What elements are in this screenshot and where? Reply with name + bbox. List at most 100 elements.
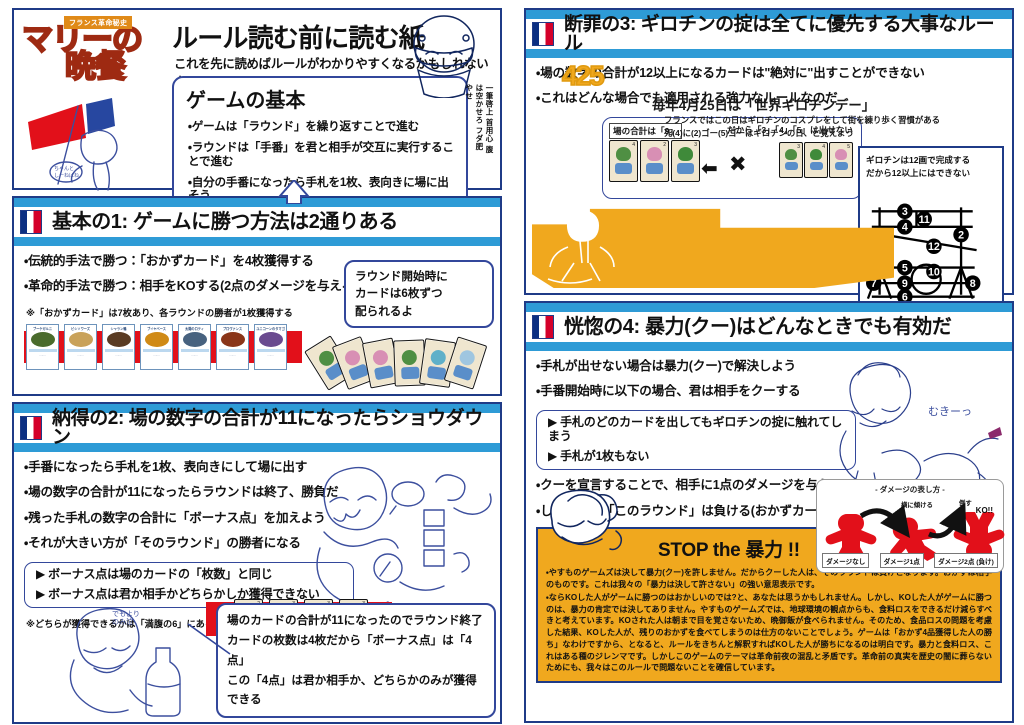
okazu-card-name: ブイヤベース (147, 326, 166, 331)
section-2-bullet: ・手番になったら手札を1枚、表向きにして場に出す (24, 460, 308, 474)
game-basics-box: ゲームの基本 ・ゲームは「ラウンド」を繰り返すことで進む ・ラウンドは「手番」を… (172, 76, 468, 215)
damage-legend-title: - ダメージの表し方 - (875, 485, 945, 494)
logo-badge: フランス革命秘史 (64, 16, 133, 29)
stroke-num: 11 (919, 214, 930, 226)
stripe-bottom (526, 342, 1012, 351)
hero-panel: フランス革命秘史 マリーの 晩餐 ちゃんと しーねばね (12, 8, 502, 215)
right-column: 断罪の3: ギロチンの掟は全てに優先する大事なルール ・場の数字の合計が12以上… (512, 0, 1024, 725)
section-4-bullet: ・手番開始時に以下の場合、君は相手をクーする (536, 384, 801, 399)
section-3-body: ・場の数字の合計が12以上になるカードは"絶対に"出すことができない ・これはど… (526, 58, 1012, 336)
field-card: 2 (640, 139, 669, 182)
logo-title: マリーの 晩餐 (21, 23, 168, 84)
section-2-bullet: ・それが大きい方が「そのラウンド」の勝者になる (24, 536, 301, 551)
okazu-card-name: ブーケガルニ (32, 326, 53, 331)
example-forbidden-cards: 3 4 5 (779, 141, 853, 178)
day-title: 毎年4月25日は「世界ギロチンデー」 (652, 98, 876, 113)
basics-title: ゲームの基本 (186, 90, 306, 112)
day-line-2: 死(4)に(2)ゴー(5)ゴーはギロチンの日、と覚えよう (664, 128, 854, 138)
section-4-subbullet: ▶ 手札のどのカードを出してもギロチンの掟に触れてしまう (548, 414, 843, 443)
angry-queen-doodle (316, 466, 492, 608)
forbidden-card: 5 (829, 141, 853, 178)
okazu-card-name: 太陽のロティ (185, 326, 204, 331)
svg-text:のみ泣: のみ泣 (112, 617, 133, 626)
section-1-bullet: ・革命的手法で勝つ：相手をKOする(2点のダメージを与える) (24, 279, 358, 294)
section-3-bullet: ・これはどんな場合でも適用される強力なルールなのだ (536, 91, 838, 106)
drinking-noble-doodle: でもより のみ泣 (69, 607, 181, 717)
stroke-num: 6 (902, 291, 908, 303)
section-1-header: 基本の1: ゲームに勝つ方法は2通りある (14, 207, 500, 237)
french-flag-icon (20, 416, 42, 440)
forbidden-card: 3 (779, 141, 803, 178)
field-card: 4 (609, 139, 638, 182)
section-3-panel: 断罪の3: ギロチンの掟は全てに優先する大事なルール ・場の数字の合計が12以上… (524, 8, 1014, 336)
stripe-top (14, 404, 500, 413)
callout-line: 場のカードの合計が11になったのでラウンド終了 (227, 614, 483, 628)
basics-bullet: ・ゲームは「ラウンド」を繰り返すことで進む (188, 120, 419, 133)
section-3-title: 断罪の3: ギロチンの掟は全てに優先する大事なルール (564, 14, 995, 54)
forbidden-card-value: 4 (822, 143, 825, 150)
section-1-body: ・伝統的手法で勝つ：「おかずカード」を4枚獲得する ・革命的手法で勝つ：相手をK… (14, 246, 500, 394)
guillotine-caption-1: ギロチンは12画で完成する (866, 155, 971, 165)
forbidden-card-value: 3 (797, 143, 800, 150)
stripe-bottom (526, 49, 1012, 58)
callout-line: カードの枚数は4枚だから「ボーナス点」は「4点」 (227, 634, 472, 667)
damage-label: ダメージ1点 (879, 553, 924, 568)
section-1-note: ※「おかずカード」は7枚あり、各ラウンドの勝者が1枚獲得する (26, 307, 293, 318)
day-number: 425 (561, 59, 605, 92)
section-2-note: ※どちらが獲得できるかは「満腹の6」にあるよ (26, 619, 224, 630)
section-4-bullet: ・クーを宣言することで、相手に1点のダメージを与えるぞ (536, 478, 855, 493)
callout-line: ラウンド開始時に (355, 270, 448, 283)
guillotine-cosplay-doodle (547, 210, 615, 284)
callout-line: カードは6枚ずつ (355, 287, 443, 301)
section-4-body: ・手札が出せない場合は暴力(クー)で解決しよう ・手番開始時に以下の場合、君は相… (526, 351, 1012, 691)
field-card: 3 (671, 139, 700, 182)
stroke-num: 2 (958, 229, 964, 241)
okazu-card: シャラン鴨........ (102, 323, 135, 370)
section-2-bullet: ・残った手札の数字の合計に「ボーナス点」を加えよう (24, 510, 326, 525)
section-4-header: 恍惚の4: 暴力(クー)はどんなときでも有効だ (526, 312, 1012, 342)
damage-step-1-note: 横に傾ける (901, 502, 933, 509)
stripe-top (14, 198, 500, 207)
damage-labels: ダメージなし ダメージ1点 ダメージ2点 (負け) (817, 553, 1003, 568)
section-1-callout: ラウンド開始時に カードは6枚ずつ 配られるよ (344, 260, 494, 329)
stroke-num: 8 (970, 278, 976, 290)
guillotine-caption-2: だから12以上にはできない (866, 167, 971, 178)
day-line-1: フランスではこの日はギロチンのコスプレをして街を練り歩く習慣がある (664, 115, 940, 125)
section-1-panel: 基本の1: ゲームに勝つ方法は2通りある ・伝統的手法で勝つ：「おかずカード」を… (12, 196, 502, 396)
stripe-top (526, 10, 1012, 19)
okazu-card: ブイヤベース........ (140, 323, 173, 370)
stop-paragraph: ・ならKOした人がゲームに勝つのはおかしいのでは?と、あなたは思うかもしれません… (546, 592, 992, 673)
field-total-tag: 場の合計は「9」 (609, 122, 682, 139)
section-3-bullet: ・場の数字の合計が12以上になるカードは"絶対に"出すことができない (536, 66, 925, 80)
hero-vertical-note: 一筆啓上 首用心 腹は空かせろ フダ肥やせ (464, 84, 494, 154)
forbidden-note: だから「3」「4」「5」は出せない (726, 124, 853, 135)
stop-violence-panel: STOP the 暴力 !! ・やすものゲームズは決して暴力(クー)を許しません… (536, 489, 1002, 683)
ko-label: KO!! (975, 506, 993, 515)
french-flag-icon (532, 22, 554, 46)
section-2-title: 納得の2: 場の数字の合計が11になったらショウダウン (52, 408, 483, 448)
page-title: ルール読む前に読む紙 (172, 23, 425, 53)
callout-leader-line (187, 623, 231, 655)
okazu-card-name: ユニコーンのタマゴ (256, 326, 285, 331)
stroke-num: 12 (928, 241, 940, 253)
logo-title-line2: 晩餐 (64, 48, 127, 84)
doodle-note: むきーっ (928, 405, 972, 418)
french-flag-icon (532, 315, 554, 339)
section-2-header: 納得の2: 場の数字の合計が11になったらショウダウン (14, 409, 500, 447)
guillotine-mask-face-icon (413, 15, 475, 98)
stop-title: STOP the 暴力 !! (658, 540, 800, 562)
stroke-num: 7 (871, 278, 877, 290)
forbidden-card: 4 (804, 141, 828, 178)
svg-text:ちゃんと: ちゃんと (54, 166, 74, 172)
callout-line: この「4点」は君か相手か、どちらかのみが獲得できる (227, 673, 477, 707)
damage-label: ダメージなし (822, 553, 870, 568)
section-4-title: 恍惚の4: 暴力(クー)はどんなときでも有効だ (564, 316, 952, 338)
forbidden-x-icon: ✖ (729, 152, 747, 176)
okazu-card-name: シャラン鴨 (110, 326, 127, 331)
okazu-card: ブーケガルニ........ (26, 323, 59, 370)
marie-flag-illustration: ちゃんと しーねばね (28, 98, 118, 191)
svg-text:しーねばね: しーねばね (54, 172, 79, 179)
field-card-value: 4 (632, 141, 635, 148)
basics-bullet: ・ラウンドは「手番」を君と相手が交互に実行することで進む (188, 141, 454, 168)
stroke-num: 5 (902, 262, 908, 274)
